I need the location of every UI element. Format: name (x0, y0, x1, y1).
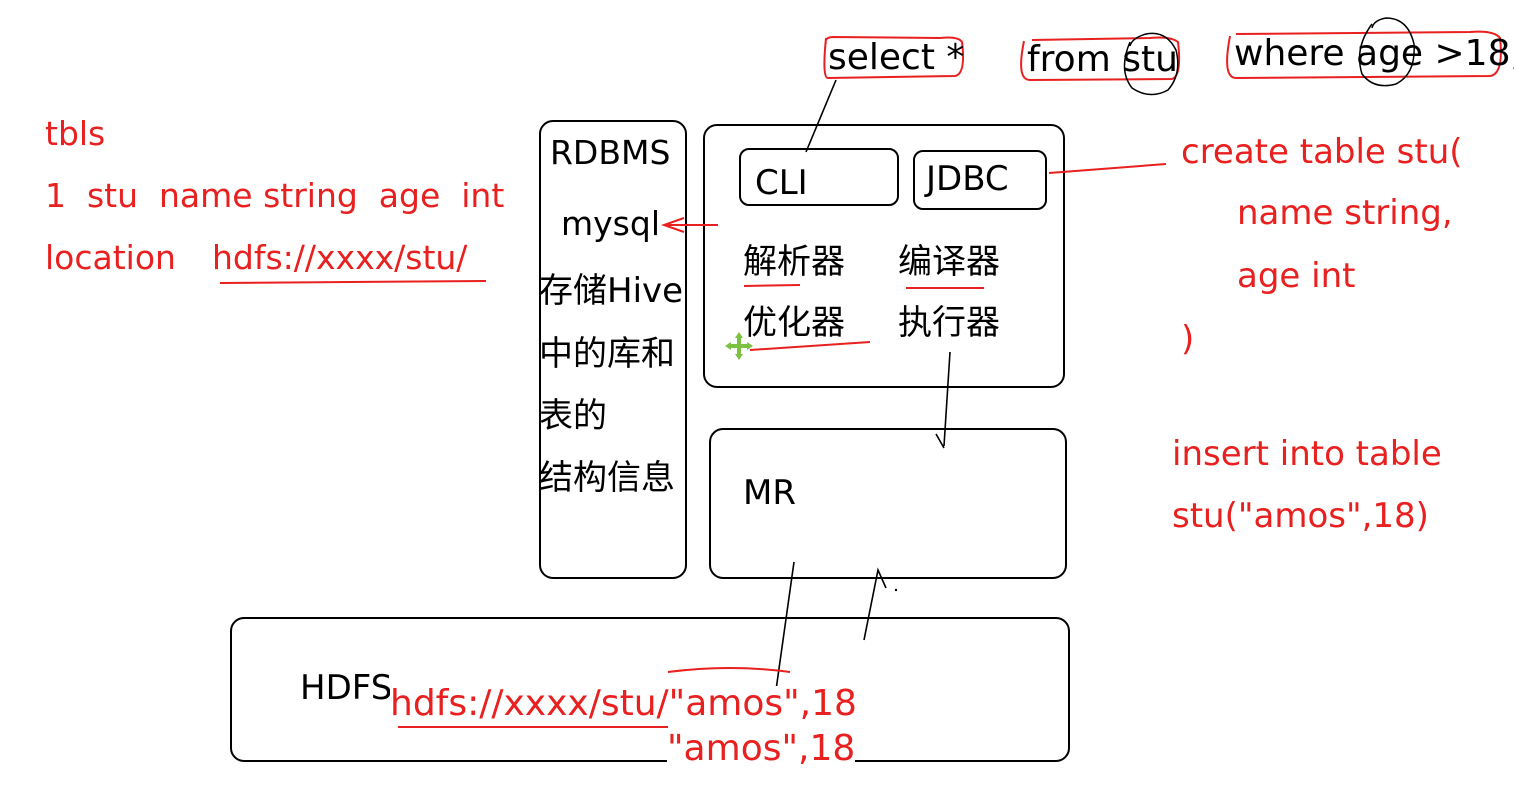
mysql-label: mysql (561, 204, 660, 243)
hdfs-path-line: hdfs://xxxx/stu/"amos",18 (390, 683, 857, 724)
cli-label: CLI (755, 163, 808, 203)
hdfs-data-line: "amos",18 (667, 728, 856, 769)
executor-label: 执行器 (898, 303, 1000, 343)
query-select: select * (828, 37, 965, 78)
hdfs-box (230, 617, 1070, 762)
select-to-cli-arrow (805, 79, 837, 153)
insert-line-1: insert into table (1172, 434, 1442, 474)
hdfs-to-mr-arrow (863, 567, 887, 641)
move-cursor-icon (725, 332, 753, 360)
query-from: from stu (1027, 39, 1178, 80)
rdbms-desc-3: 表的 (539, 396, 607, 436)
compiler-label: 编译器 (898, 242, 1000, 282)
create-line-3: age int (1237, 256, 1356, 296)
optimizer-label: 优化器 (743, 303, 845, 343)
left-note-line2: 1 stu name string age int (45, 176, 505, 215)
stu-circle (1123, 32, 1179, 96)
cli-box (739, 148, 899, 206)
create-line-1: create table stu( (1181, 132, 1463, 172)
query-where: where age >18; (1234, 33, 1514, 74)
optimizer-underline (749, 341, 871, 351)
left-note-path: hdfs://xxxx/stu/ (212, 238, 468, 277)
where-oval (1226, 30, 1502, 80)
jdbc-label: JDBC (926, 159, 1009, 199)
rdbms-desc-4: 结构信息 (539, 458, 675, 498)
create-line-4: ) (1181, 319, 1195, 359)
mr-box (709, 428, 1067, 579)
rdbms-box (539, 120, 687, 579)
amos-overline (667, 667, 791, 673)
parser-underline (743, 284, 801, 287)
rdbms-title: RDBMS (550, 133, 671, 172)
from-oval (1020, 36, 1181, 82)
insert-line-2: stu("amos",18) (1172, 496, 1429, 536)
mr-to-hdfs-line (775, 561, 795, 691)
mr-label: MR (743, 473, 796, 513)
parser-label: 解析器 (743, 242, 845, 282)
age-circle (1358, 17, 1415, 87)
rdbms-desc-2: 中的库和 (539, 334, 675, 374)
create-line-2: name string, (1237, 193, 1453, 233)
mysql-red-arrow (660, 217, 718, 233)
rdbms-desc-1: 存储Hive (539, 271, 684, 311)
executor-to-mr-arrow (935, 351, 951, 449)
left-note-line3-prefix: location (45, 238, 176, 277)
create-to-jdbc-line (1048, 163, 1167, 174)
select-oval (823, 35, 965, 80)
hive-box (703, 124, 1065, 388)
jdbc-box (913, 150, 1047, 210)
hdfs-label: HDFS (300, 668, 393, 708)
left-note-line1: tbls (45, 114, 106, 153)
left-path-underline (219, 280, 487, 284)
